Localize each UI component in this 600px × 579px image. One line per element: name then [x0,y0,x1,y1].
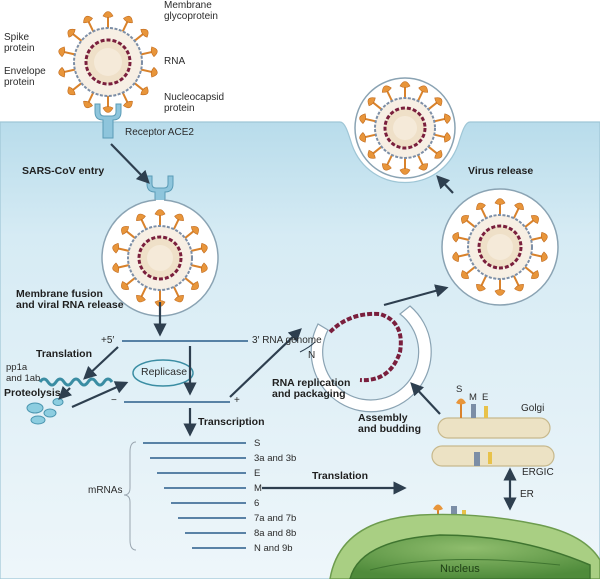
label-e-protein: E [482,392,489,403]
polyprotein-helix [38,377,114,387]
mrna-brace [123,441,137,551]
mrna-label-7a7b: 7a and 7b [254,513,297,524]
replicase-oval [132,359,194,387]
golgi-stack [431,417,555,467]
label-plus-5prime: +5′ [101,335,115,346]
spike-protein [56,44,78,61]
label-mrnas: mRNAs [88,485,123,496]
mrna-label-m: M [254,483,262,494]
mrna-label-e: E [254,468,261,479]
nucleus-body [349,534,591,579]
label-nucleus: Nucleus [440,563,480,575]
label-translation: Translation [36,348,93,360]
spike-protein [102,10,114,30]
label-minus-sign: − [111,395,117,406]
mrna-label-n9b: N and 9b [254,543,293,554]
arrow-entry [110,143,150,184]
mrna-label-6: 6 [254,498,260,509]
mrna-lines [143,442,246,549]
arrow-assembly [410,382,441,415]
mrna-label-3a3b: 3a and 3b [254,453,297,464]
label-er: ER [520,489,534,500]
label-rna: RNA [164,56,186,67]
label-n: N [308,350,316,361]
label-translation-2: Translation [312,470,369,482]
arrow-to-vesicle [383,284,449,307]
arrow-virus-release [436,175,454,194]
label-transcription: Transcription [198,416,265,428]
assembling-virion [299,305,432,413]
mrna-label-s: S [254,438,261,449]
ace2-receptor-2 [146,175,174,209]
label-golgi: Golgi [521,403,545,414]
label-m-protein: M [469,392,477,403]
mrna-label-8a8b: 8a and 8b [254,528,297,539]
spike-protein [56,63,78,80]
arrow-translation [83,346,119,380]
spike-protein [102,94,114,114]
budding-virion-release [354,77,456,179]
arrow-to-replicase [71,381,129,409]
label-proteolysis: Proteolysis [4,387,61,399]
label-receptor-ace2: Receptor ACE2 [125,127,194,138]
mature-virion-vesicle [441,188,559,306]
label-ergic: ERGIC [522,467,554,478]
virion-extracellular [56,10,160,114]
ace2-receptor [94,103,122,139]
label-plus-sign: + [234,395,240,406]
cleaved-proteins [26,398,64,425]
label-virus-release: Virus release [468,165,534,177]
label-sars-cov-entry: SARS-CoV entry [22,165,105,177]
arrow-proteolysis [58,385,73,400]
label-rna-genome: 3′ RNA genome [252,335,322,346]
endosome-virion [101,199,219,317]
arrow-plus [229,328,302,398]
label-replicase: Replicase [141,366,188,378]
label-s-protein: S [456,384,463,395]
